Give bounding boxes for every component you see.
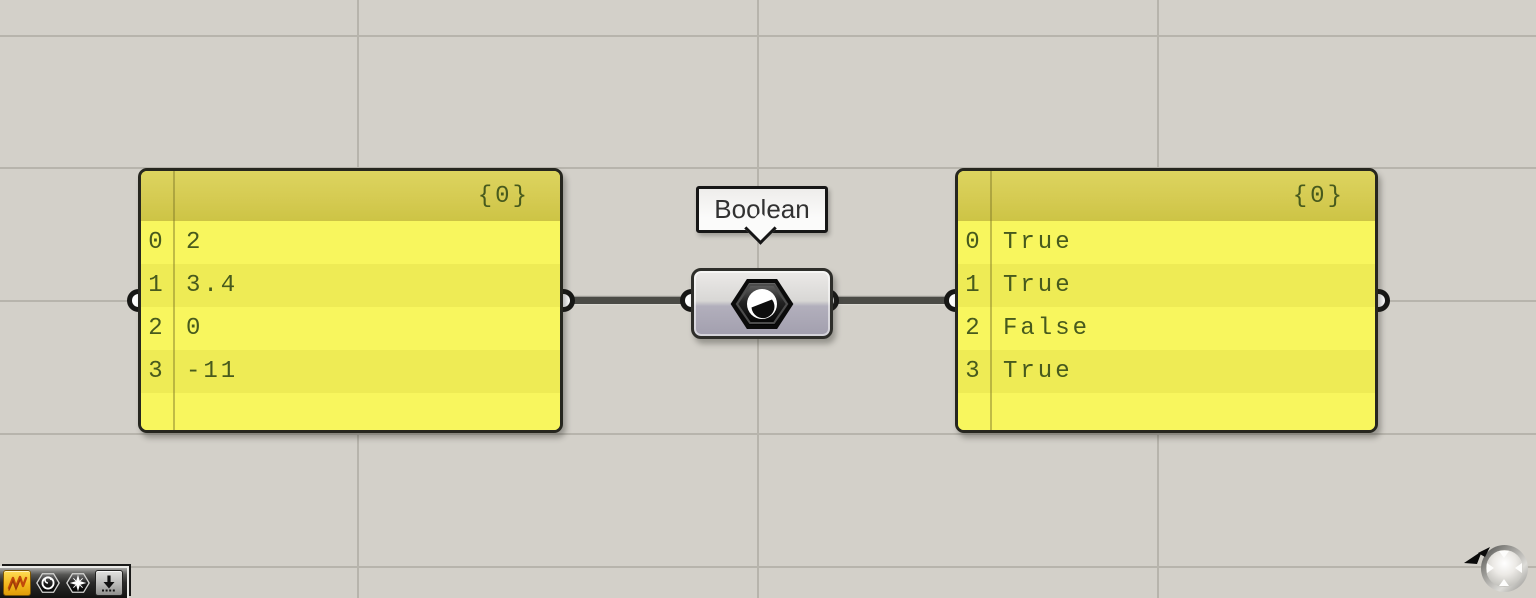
panel-row: 1 3.4 [141, 264, 560, 307]
grid-line-horizontal [0, 566, 1536, 568]
panel-row-empty [958, 393, 1375, 430]
row-value: True [1003, 229, 1073, 256]
panel-header: {0} [141, 171, 560, 221]
input-panel[interactable]: {0} 0 2 1 3.4 2 0 3 -11 [138, 168, 563, 433]
navigation-compass[interactable] [1481, 545, 1528, 592]
row-index: 1 [148, 272, 166, 299]
compass-west-arrow-icon [1487, 563, 1494, 573]
hexagon-starburst-icon [66, 573, 90, 593]
row-value: 3.4 [186, 272, 239, 299]
boolean-hexagon-icon [730, 278, 794, 329]
data-path-label: {0} [1292, 182, 1345, 210]
dock-arrow-button[interactable] [95, 570, 123, 596]
grid-line-horizontal [0, 433, 1536, 435]
index-column-separator [990, 171, 992, 430]
output-panel[interactable]: {0} 0 True 1 True 2 False 3 True [955, 168, 1378, 433]
row-value: 2 [186, 229, 204, 256]
row-value: True [1003, 358, 1073, 385]
row-index: 0 [148, 229, 166, 256]
panel-row-empty [141, 393, 560, 430]
grid-line-horizontal [0, 35, 1536, 37]
hexagon-starburst-button[interactable] [65, 571, 91, 595]
row-index: 1 [965, 272, 983, 299]
panel-row: 2 False [958, 307, 1375, 350]
wire-scribble-icon [7, 575, 28, 591]
compass-north-arrow-icon [1499, 551, 1509, 558]
row-value: False [1003, 315, 1091, 342]
wire-display-button[interactable] [3, 570, 31, 596]
hexagon-swirl-icon [36, 573, 60, 593]
panel-row: 3 True [958, 350, 1375, 393]
row-index: 2 [148, 315, 166, 342]
status-toolbar [0, 566, 129, 598]
row-value: -11 [186, 358, 239, 385]
compass-east-arrow-icon [1515, 563, 1522, 573]
compass-south-arrow-icon [1499, 579, 1509, 586]
mouse-cursor-icon [1463, 546, 1493, 575]
panel-row: 0 True [958, 221, 1375, 264]
row-index: 3 [965, 358, 983, 385]
grid-line-horizontal [0, 167, 1536, 169]
wire-panel-to-boolean[interactable] [556, 297, 698, 304]
data-path-label: {0} [477, 182, 530, 210]
panel-row: 3 -11 [141, 350, 560, 393]
index-column-separator [173, 171, 175, 430]
panel-row: 0 2 [141, 221, 560, 264]
row-value: True [1003, 272, 1073, 299]
wire-boolean-to-panel[interactable] [820, 297, 962, 304]
hexagon-swirl-button[interactable] [35, 571, 61, 595]
navigation-compass-icon [1486, 550, 1523, 587]
panel-header: {0} [958, 171, 1375, 221]
dock-arrow-icon [102, 575, 116, 592]
panel-row: 2 0 [141, 307, 560, 350]
row-index: 0 [965, 229, 983, 256]
row-value: 0 [186, 315, 204, 342]
boolean-param-component[interactable] [691, 268, 833, 339]
panel-row: 1 True [958, 264, 1375, 307]
row-index: 2 [965, 315, 983, 342]
row-index: 3 [148, 358, 166, 385]
